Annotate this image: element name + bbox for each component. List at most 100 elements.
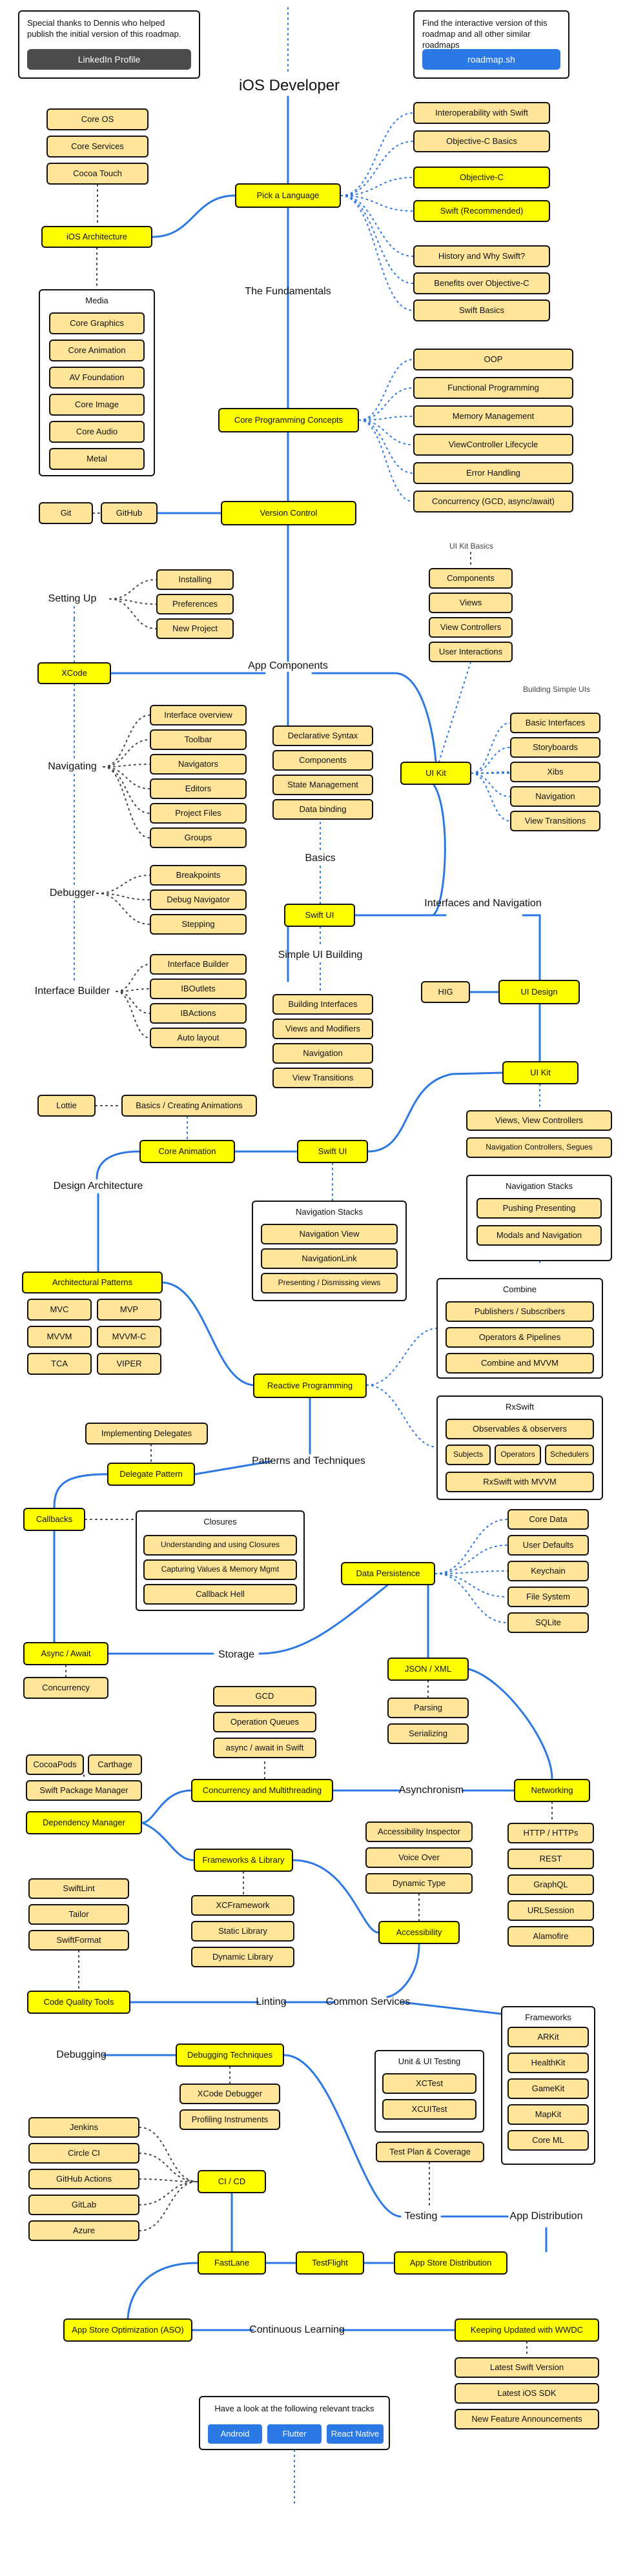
node-callback-hell[interactable]: Callback Hell — [143, 1584, 297, 1605]
node-user-interactions[interactable]: User Interactions — [429, 642, 513, 662]
node-serializing[interactable]: Serializing — [387, 1723, 469, 1744]
node-profiling-instruments[interactable]: Profiling Instruments — [179, 2109, 280, 2130]
node-installing[interactable]: Installing — [156, 569, 234, 590]
node-groups[interactable]: Groups — [150, 827, 247, 848]
node-core-animation[interactable]: Core Animation — [139, 1140, 235, 1163]
node-fastlane[interactable]: FastLane — [198, 2251, 266, 2275]
node-xibs[interactable]: Xibs — [510, 762, 600, 782]
node-cocoa-touch[interactable]: Cocoa Touch — [46, 163, 149, 185]
node-parsing[interactable]: Parsing — [387, 1698, 469, 1718]
node-interface-overview[interactable]: Interface overview — [150, 705, 247, 725]
node-interface-builder[interactable]: Interface Builder — [150, 954, 247, 975]
node-user-defaults[interactable]: User Defaults — [507, 1535, 589, 1556]
node-iboutlets[interactable]: IBOutlets — [150, 979, 247, 999]
node-basics-animations[interactable]: Basics / Creating Animations — [121, 1095, 257, 1117]
node-storyboards[interactable]: Storyboards — [510, 737, 600, 758]
node-capturing-values[interactable]: Capturing Values & Memory Mgmt — [143, 1559, 297, 1580]
node-stepping[interactable]: Stepping — [150, 914, 247, 935]
node-memory[interactable]: Memory Management — [413, 405, 573, 427]
node-urlsession[interactable]: URLSession — [507, 1900, 594, 1921]
node-latest-swift[interactable]: Latest Swift Version — [455, 2357, 599, 2378]
node-core-audio[interactable]: Core Audio — [49, 421, 145, 443]
track-react-native-button[interactable]: React Native — [327, 2424, 384, 2444]
node-navigators[interactable]: Navigators — [150, 754, 247, 775]
node-graphql[interactable]: GraphQL — [507, 1874, 594, 1895]
node-xcode[interactable]: XCode — [37, 662, 111, 684]
node-breakpoints[interactable]: Breakpoints — [150, 865, 247, 886]
node-pushing-presenting[interactable]: Pushing Presenting — [476, 1198, 602, 1219]
node-data-persistence[interactable]: Data Persistence — [341, 1562, 435, 1585]
node-core-services[interactable]: Core Services — [46, 136, 149, 157]
node-observables[interactable]: Observables & observers — [446, 1419, 594, 1439]
node-ci-cd[interactable]: CI / CD — [198, 2170, 266, 2193]
node-delegate-pattern[interactable]: Delegate Pattern — [107, 1463, 195, 1486]
node-core-programming[interactable]: Core Programming Concepts — [218, 408, 359, 432]
node-navigation-swiftui[interactable]: Navigation — [272, 1043, 373, 1064]
node-core-image[interactable]: Core Image — [49, 394, 145, 416]
node-test-plan[interactable]: Test Plan & Coverage — [376, 2142, 484, 2162]
node-swiftformat[interactable]: SwiftFormat — [28, 1930, 129, 1951]
node-xcframework[interactable]: XCFramework — [191, 1895, 294, 1916]
node-swift-package-manager[interactable]: Swift Package Manager — [26, 1780, 142, 1801]
node-functional[interactable]: Functional Programming — [413, 377, 573, 399]
node-debug-navigator[interactable]: Debug Navigator — [150, 889, 247, 910]
node-ui-kit-2[interactable]: UI Kit — [502, 1061, 579, 1084]
node-subjects[interactable]: Subjects — [446, 1445, 491, 1465]
node-file-system[interactable]: File System — [507, 1587, 589, 1607]
node-app-store-distribution[interactable]: App Store Distribution — [394, 2251, 507, 2275]
node-new-project[interactable]: New Project — [156, 618, 234, 639]
node-gcd[interactable]: GCD — [213, 1686, 316, 1707]
node-objc-basics[interactable]: Objective-C Basics — [413, 130, 550, 152]
node-editors[interactable]: Editors — [150, 778, 247, 799]
node-git[interactable]: Git — [39, 502, 93, 524]
node-dependency-manager[interactable]: Dependency Manager — [26, 1811, 142, 1834]
node-carthage[interactable]: Carthage — [88, 1754, 142, 1775]
node-operation-queues[interactable]: Operation Queues — [213, 1712, 316, 1732]
node-swiftlint[interactable]: SwiftLint — [28, 1878, 129, 1899]
node-core-data[interactable]: Core Data — [507, 1509, 589, 1530]
node-core-graphics[interactable]: Core Graphics — [49, 312, 145, 334]
node-dynamic-library[interactable]: Dynamic Library — [191, 1947, 294, 1967]
node-operators[interactable]: Operators — [495, 1445, 541, 1465]
node-architectural-patterns[interactable]: Architectural Patterns — [22, 1272, 163, 1293]
node-history-swift[interactable]: History and Why Swift? — [413, 245, 550, 267]
node-gamekit[interactable]: GameKit — [507, 2078, 589, 2099]
node-project-files[interactable]: Project Files — [150, 803, 247, 824]
node-voice-over[interactable]: Voice Over — [365, 1847, 473, 1868]
node-metal[interactable]: Metal — [49, 448, 145, 470]
node-latest-ios[interactable]: Latest iOS SDK — [455, 2383, 599, 2404]
node-navigation-link[interactable]: NavigationLink — [261, 1248, 398, 1269]
node-objc[interactable]: Objective-C — [413, 167, 550, 188]
node-frameworks-library[interactable]: Frameworks & Library — [194, 1849, 293, 1872]
node-view-transitions[interactable]: View Transitions — [510, 811, 600, 831]
node-ibactions[interactable]: IBActions — [150, 1003, 247, 1024]
node-alamofire[interactable]: Alamofire — [507, 1926, 594, 1947]
node-basic-interfaces[interactable]: Basic Interfaces — [510, 713, 600, 733]
node-ui-design[interactable]: UI Design — [498, 980, 580, 1004]
node-views-vcs[interactable]: Views, View Controllers — [466, 1110, 612, 1131]
node-views[interactable]: Views — [429, 593, 513, 613]
node-circle-ci[interactable]: Circle CI — [28, 2143, 139, 2164]
linkedin-profile-button[interactable]: LinkedIn Profile — [27, 49, 191, 70]
node-components[interactable]: Components — [429, 568, 513, 589]
node-preferences[interactable]: Preferences — [156, 594, 234, 614]
node-schedulers[interactable]: Schedulers — [545, 1445, 594, 1465]
node-sqlite[interactable]: SQLite — [507, 1612, 589, 1633]
node-core-animation-media[interactable]: Core Animation — [49, 340, 145, 361]
node-error-handling[interactable]: Error Handling — [413, 462, 573, 484]
node-operators-pipelines[interactable]: Operators & Pipelines — [446, 1327, 594, 1348]
node-debugging-techniques[interactable]: Debugging Techniques — [176, 2044, 284, 2067]
node-understanding-closures[interactable]: Understanding and using Closures — [143, 1535, 297, 1556]
node-lottie[interactable]: Lottie — [37, 1095, 96, 1117]
node-mvvm-c[interactable]: MVVM-C — [97, 1326, 161, 1348]
node-rest[interactable]: REST — [507, 1849, 594, 1869]
track-android-button[interactable]: Android — [208, 2424, 262, 2444]
node-concurrency[interactable]: Concurrency — [23, 1677, 108, 1699]
node-tailor[interactable]: Tailor — [28, 1904, 129, 1925]
node-core-ml[interactable]: Core ML — [507, 2130, 589, 2151]
node-jenkins[interactable]: Jenkins — [28, 2117, 139, 2138]
node-version-control[interactable]: Version Control — [221, 501, 356, 525]
node-arkit[interactable]: ARKit — [507, 2027, 589, 2047]
node-implementing-delegates[interactable]: Implementing Delegates — [85, 1423, 208, 1445]
node-concurrency-gcd[interactable]: Concurrency (GCD, async/await) — [413, 491, 573, 512]
